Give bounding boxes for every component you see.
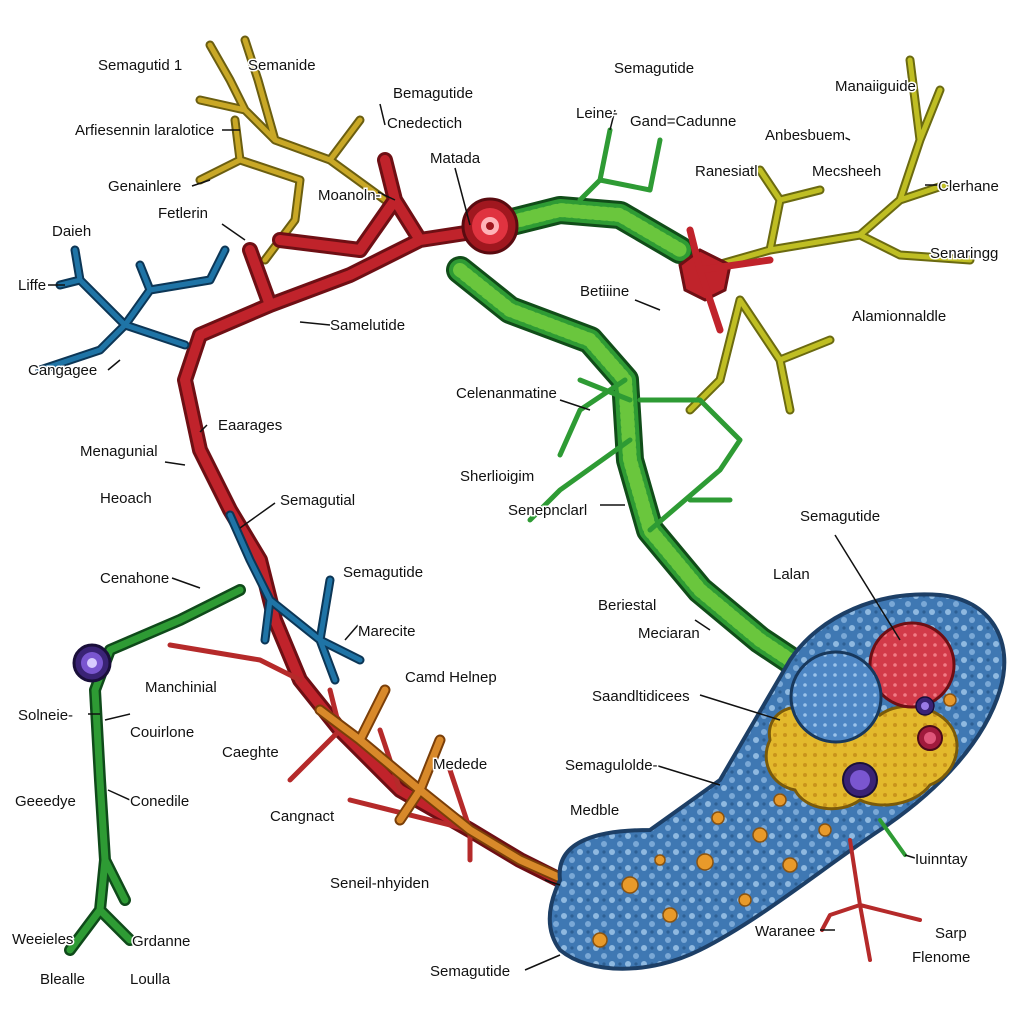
label-semagutial: Semagutial xyxy=(280,492,355,509)
label-meciaran: Meciaran xyxy=(638,625,700,642)
label-loulla: Loulla xyxy=(130,971,171,988)
label-senaringg: Senaringg xyxy=(930,245,998,262)
label-conedile: Conedile xyxy=(130,793,189,810)
label-ranesiatl: Ranesiatl xyxy=(695,163,758,180)
label-semagutid-1: Semagutid 1 xyxy=(98,57,182,74)
blue-organelle xyxy=(789,650,883,744)
label-manchinial: Manchinial xyxy=(145,679,217,696)
olive-dendrites-upper-right xyxy=(685,55,975,415)
cell-granules xyxy=(592,693,957,948)
label-menagunial: Menagunial xyxy=(80,443,158,460)
label-seneil-nhyiden: Seneil-nhyiden xyxy=(330,875,429,892)
label-semagulolde: Semagulolde- xyxy=(565,757,658,774)
label-moanoln: Moanoln- xyxy=(318,187,381,204)
cell-body xyxy=(547,592,1007,971)
label-couirlone: Couirlone xyxy=(130,724,194,741)
label-liffe: Liffe xyxy=(18,277,46,294)
label-alamionnaldle: Alamionnaldle xyxy=(852,308,946,325)
label-waranee: Waranee xyxy=(755,923,815,940)
label-medble: Medble xyxy=(570,802,619,819)
red-junction-branches xyxy=(686,226,774,334)
label-semagutide-cell: Semagutide xyxy=(800,508,880,525)
label-sherlioigim: Sherlioigim xyxy=(460,468,534,485)
label-mecsheeh: Mecsheeh xyxy=(812,163,881,180)
red-organelle xyxy=(868,621,956,709)
label-cnedectich: Cnedectich xyxy=(387,115,462,132)
label-blealle: Blealle xyxy=(40,971,85,988)
green-side-branch xyxy=(527,127,743,533)
label-fetlerin: Fetlerin xyxy=(158,205,208,222)
red-axon-fill xyxy=(180,155,565,885)
label-senepnclarl: Senepnclarl xyxy=(508,502,587,519)
label-caeghte: Caeghte xyxy=(222,744,279,761)
label-cenahone: Cenahone xyxy=(100,570,169,587)
label-semagutide-top: Semagutide xyxy=(614,60,694,77)
label-saandltidicees: Saandltidicees xyxy=(592,688,690,705)
label-marecite: Marecite xyxy=(358,623,416,640)
label-gand-cadunne: Gand=Cadunne xyxy=(630,113,736,130)
label-bemagutide: Bemagutide xyxy=(393,85,473,102)
label-cangagee: Cangagee xyxy=(28,362,97,379)
red-axon xyxy=(177,152,568,888)
label-arfiesennin: Arfiesennin laralotice xyxy=(75,122,214,139)
orange-lower-branches xyxy=(314,684,571,886)
green-left-axon xyxy=(64,584,246,956)
label-geeedye: Geeedye xyxy=(15,793,76,810)
label-flenome: Flenome xyxy=(912,949,970,966)
red-node xyxy=(461,197,519,255)
label-semanide: Semanide xyxy=(248,57,316,74)
small-purple-nucleus xyxy=(915,696,935,716)
purple-node xyxy=(72,643,112,683)
blue-branch xyxy=(37,247,363,683)
label-iuinntay: Iuinntay xyxy=(915,851,968,868)
label-sarp: Sarp xyxy=(935,925,967,942)
label-medede: Medede xyxy=(433,756,487,773)
label-weeieles: Weeieles xyxy=(12,931,73,948)
label-lalan: Lalan xyxy=(773,566,810,583)
label-anbesbuem: Anbesbuem xyxy=(765,127,845,144)
label-semagutide-mid: Semagutide xyxy=(343,564,423,581)
label-solneie: Solneie- xyxy=(18,707,73,724)
label-matada: Matada xyxy=(430,150,481,167)
orange-branch-outline xyxy=(314,684,571,886)
label-clerhane: Clerhane xyxy=(938,178,999,195)
label-samelutide: Samelutide xyxy=(330,317,405,334)
olive-dendrites-upper-left xyxy=(195,35,390,265)
label-grdanne: Grdanne xyxy=(132,933,190,950)
label-genainlere: Genainlere xyxy=(108,178,181,195)
label-heoach: Heoach xyxy=(100,490,152,507)
label-beriestal: Beriestal xyxy=(598,597,656,614)
label-leine: Leine- xyxy=(576,105,618,122)
label-betiiine: Betiiine xyxy=(580,283,629,300)
leader-lines xyxy=(48,103,940,971)
label-manaiiguide: Manaiiguide xyxy=(835,78,916,95)
green-bottom-branch xyxy=(878,818,907,857)
green-main-axon xyxy=(446,127,804,674)
label-camd-helnep: Camd Helnep xyxy=(405,669,497,686)
label-cangnact: Cangnact xyxy=(270,808,335,825)
label-semagutide-bottom: Semagutide xyxy=(430,963,510,980)
label-celenanmatine: Celenanmatine xyxy=(456,385,557,402)
olive-branch xyxy=(197,37,388,263)
label-daieh: Daieh xyxy=(52,223,91,240)
green-main-ridges xyxy=(453,203,797,667)
purple-nucleus xyxy=(842,762,878,798)
orange-branch xyxy=(316,686,569,884)
green-left-fill xyxy=(66,586,244,954)
magenta-nucleus xyxy=(917,725,943,751)
red-bottom-branch xyxy=(820,838,922,962)
blue-dendrites xyxy=(35,245,365,685)
label-eaarages: Eaarages xyxy=(218,417,282,434)
labels: Semagutid 1 Semanide Arfiesennin laralot… xyxy=(11,56,1001,990)
olive-branch xyxy=(687,57,973,413)
